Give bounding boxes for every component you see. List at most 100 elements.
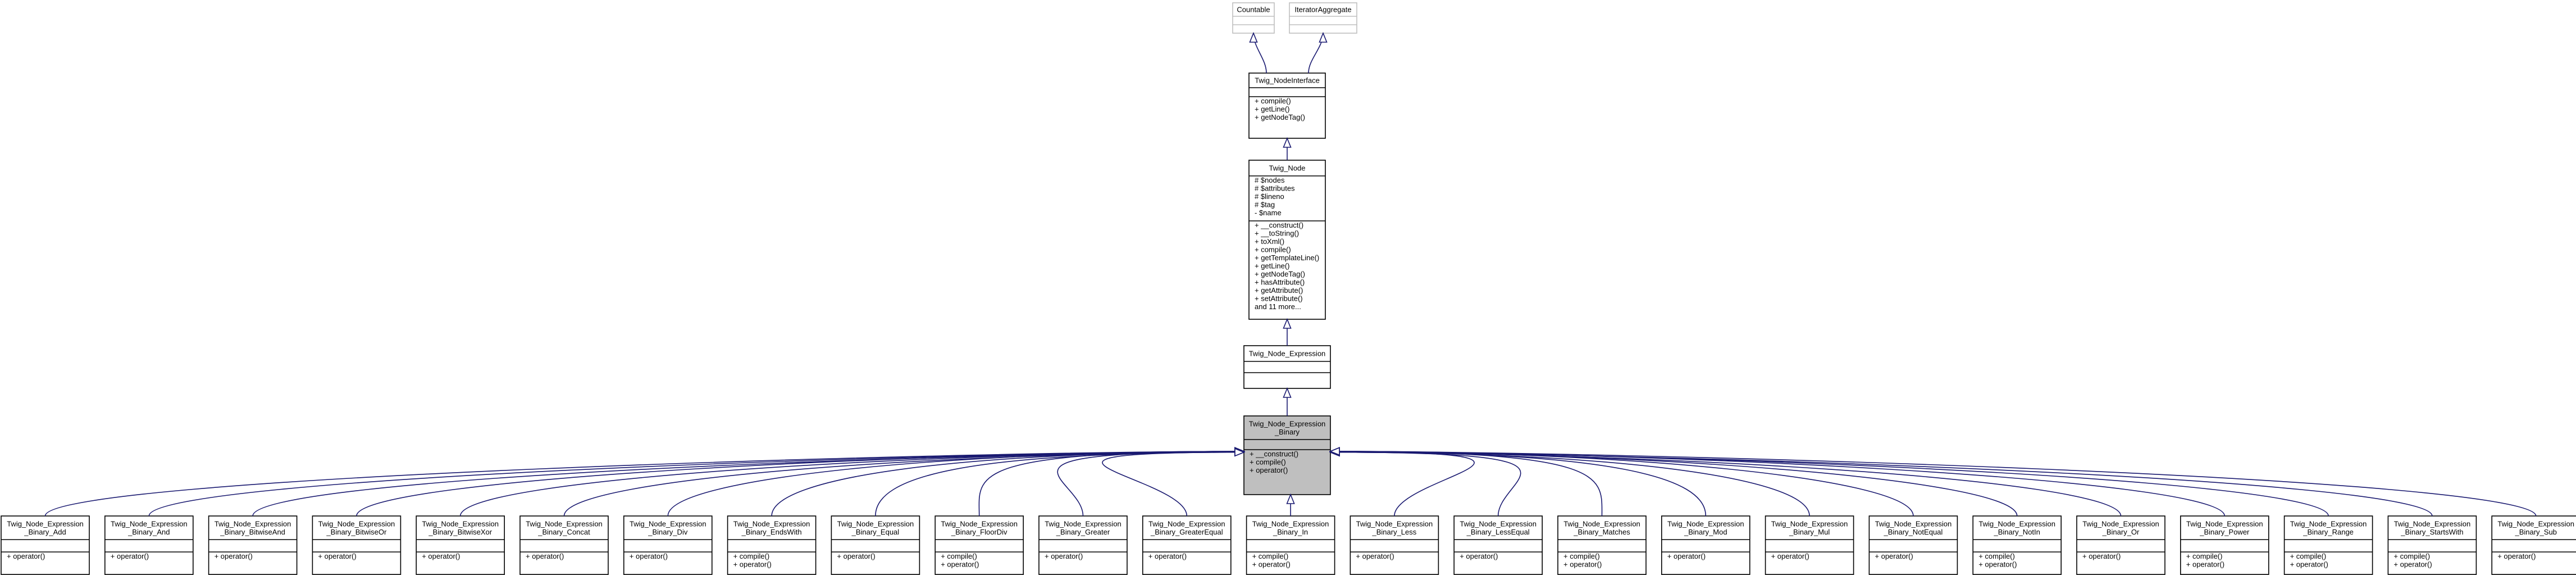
- class-binary-and[interactable]: Twig_Node_Expression_Binary_And+ operato…: [104, 515, 194, 575]
- class-method: + getLine(): [1255, 105, 1290, 114]
- inherits-edge-binary: [1330, 451, 1475, 517]
- class-name: _Binary_BitwiseOr: [326, 528, 387, 536]
- class-binary-div[interactable]: Twig_Node_Expression_Binary_Div+ operato…: [623, 515, 713, 575]
- class-binary-range[interactable]: Twig_Node_Expression_Binary_Range+ compi…: [2283, 515, 2373, 575]
- class-method: + operator(): [1460, 552, 1498, 560]
- class-method: + compile(): [941, 552, 977, 560]
- class-binary-bitwisexor[interactable]: Twig_Node_Expression_Binary_BitwiseXor+ …: [416, 515, 505, 575]
- inheritance-arrowhead: [1249, 31, 1258, 43]
- class-name: _Binary_BitwiseXor: [428, 528, 492, 536]
- class-method: + compile(): [1250, 458, 1286, 467]
- class-method: + setAttribute(): [1255, 295, 1303, 303]
- class-name: Twig_Node_Expression: [318, 519, 395, 528]
- class-method: + operator(): [1563, 560, 1602, 569]
- class-binary-lessequal[interactable]: Twig_Node_Expression_Binary_LessEqual+ o…: [1453, 515, 1543, 575]
- class-binary-less[interactable]: Twig_Node_Expression_Binary_Less+ operat…: [1349, 515, 1439, 575]
- class-binary-or[interactable]: Twig_Node_Expression_Binary_Or+ operator…: [2076, 515, 2165, 575]
- class-box: [1038, 515, 1128, 575]
- inherits-edge-binary: [1330, 451, 2433, 517]
- inherits-edge-binary: [148, 451, 1244, 517]
- class-name: _Binary_Sub: [2514, 528, 2556, 536]
- class-binary-bitwiseand[interactable]: Twig_Node_Expression_Binary_BitwiseAnd+ …: [208, 515, 298, 575]
- class-binary-bitwiseor[interactable]: Twig_Node_Expression_Binary_BitwiseOr+ o…: [312, 515, 402, 575]
- class-name: Twig_Node_Expression: [526, 519, 603, 528]
- class-box: [1765, 515, 1854, 575]
- class-binary-notequal[interactable]: Twig_Node_Expression_Binary_NotEqual+ op…: [1868, 515, 1958, 575]
- class-method: + getLine(): [1255, 262, 1290, 270]
- class-name: _Binary: [1274, 428, 1300, 436]
- class-binary-equal[interactable]: Twig_Node_Expression_Binary_Equal+ opera…: [831, 515, 920, 575]
- class-binary-concat[interactable]: Twig_Node_Expression_Binary_Concat+ oper…: [519, 515, 609, 575]
- class-box: [208, 515, 298, 575]
- class-binary-startswith[interactable]: Twig_Node_Expression_Binary_StartsWith+ …: [2387, 515, 2477, 575]
- class-binary-floordiv[interactable]: Twig_Node_Expression_Binary_FloorDiv+ co…: [934, 515, 1024, 575]
- inheritance-arrowhead: [1286, 493, 1295, 504]
- inheritance-arrowhead: [1319, 31, 1328, 43]
- inheritance-arrowhead: [1283, 137, 1292, 148]
- class-method: + operator(): [2290, 560, 2328, 569]
- class-twig-nodeinterface[interactable]: Twig_NodeInterface+ compile()+ getLine()…: [1248, 73, 1326, 139]
- class-box: [1243, 345, 1331, 389]
- class-method: + hasAttribute(): [1255, 278, 1305, 287]
- class-binary-mod[interactable]: Twig_Node_Expression_Binary_Mod+ operato…: [1661, 515, 1750, 575]
- class-attribute: # $lineno: [1255, 192, 1284, 201]
- class-method: + operator(): [2393, 560, 2432, 569]
- inherits-edge-binary: [252, 451, 1244, 517]
- class-name: _Binary_NotEqual: [1884, 528, 1943, 536]
- class-name: Twig_Node_Expression: [1460, 519, 1537, 528]
- class-method: + compile(): [1978, 552, 2015, 560]
- class-binary-notin[interactable]: Twig_Node_Expression_Binary_NotIn+ compi…: [1972, 515, 2062, 575]
- class-box: [416, 515, 505, 575]
- class-method: + compile(): [1255, 97, 1291, 105]
- class-binary-sub[interactable]: Twig_Node_Expression_Binary_Sub+ operato…: [2491, 515, 2576, 575]
- class-binary-mul[interactable]: Twig_Node_Expression_Binary_Mul+ operato…: [1765, 515, 1854, 575]
- class-twig-node[interactable]: Twig_Node# $nodes# $attributes# $lineno#…: [1248, 160, 1326, 320]
- class-box: [727, 515, 817, 575]
- class-binary-greater[interactable]: Twig_Node_Expression_Binary_Greater+ ope…: [1038, 515, 1128, 575]
- class-method: + __toString(): [1255, 229, 1299, 238]
- class-binary-greaterequal[interactable]: Twig_Node_Expression_Binary_GreaterEqual…: [1142, 515, 1232, 575]
- class-name: _Binary_BitwiseAnd: [220, 528, 285, 536]
- class-name: _Binary_Equal: [851, 528, 900, 536]
- class-box: [623, 515, 713, 575]
- class-name: _Binary_Mul: [1789, 528, 1830, 536]
- class-method: + getNodeTag(): [1255, 113, 1305, 121]
- class-name: Twig_Node_Expression: [2497, 519, 2574, 528]
- class-twig-node-expression-binary[interactable]: Twig_Node_Expression_Binary+ __construct…: [1243, 415, 1331, 495]
- inherits-edge-binary: [1330, 451, 2018, 517]
- inheritance-arrowhead: [1234, 447, 1246, 457]
- class-name: _Binary_Or: [2102, 528, 2140, 536]
- class-box: [1246, 515, 1335, 575]
- class-box: [2180, 515, 2269, 575]
- class-method: + operator(): [1045, 552, 1083, 560]
- class-binary-in[interactable]: Twig_Node_Expression_Binary_In+ compile(…: [1246, 515, 1335, 575]
- class-name: Twig_Node_Expression: [1249, 350, 1326, 358]
- class-name: Twig_Node_Expression: [422, 519, 499, 528]
- class-name: Twig_Node_Expression: [1563, 519, 1640, 528]
- class-method: + compile(): [2290, 552, 2327, 560]
- class-method: + operator(): [1252, 560, 1291, 569]
- class-countable[interactable]: Countable: [1232, 2, 1275, 34]
- class-box: [1232, 2, 1275, 34]
- inherits-edge-binary: [1330, 451, 2537, 517]
- class-name: Twig_Node_Expression: [630, 519, 706, 528]
- class-name: Twig_Node_Expression: [1771, 519, 1848, 528]
- class-twig-node-expression[interactable]: Twig_Node_Expression: [1243, 345, 1331, 389]
- class-name: _Binary_NotIn: [1994, 528, 2040, 536]
- class-method: + compile(): [1252, 552, 1289, 560]
- class-method: + getNodeTag(): [1255, 270, 1305, 278]
- class-name: Twig_Node_Expression: [837, 519, 914, 528]
- class-method: + compile(): [1563, 552, 1600, 560]
- class-iteratoraggregate[interactable]: IteratorAggregate: [1289, 2, 1357, 34]
- class-binary-add[interactable]: Twig_Node_Expression_Binary_Add+ operato…: [1, 515, 90, 575]
- class-binary-matches[interactable]: Twig_Node_Expression_Binary_Matches+ com…: [1557, 515, 1647, 575]
- class-binary-power[interactable]: Twig_Node_Expression_Binary_Power+ compi…: [2180, 515, 2269, 575]
- class-name: Twig_Node_Expression: [2290, 519, 2367, 528]
- inherits-edge-binary: [667, 451, 1244, 517]
- class-box: [1557, 515, 1647, 575]
- class-box: [1142, 515, 1232, 575]
- class-method: + toXml(): [1255, 237, 1284, 246]
- class-binary-endswith[interactable]: Twig_Node_Expression_Binary_EndsWith+ co…: [727, 515, 817, 575]
- inheritance-arrowhead: [1329, 447, 1340, 456]
